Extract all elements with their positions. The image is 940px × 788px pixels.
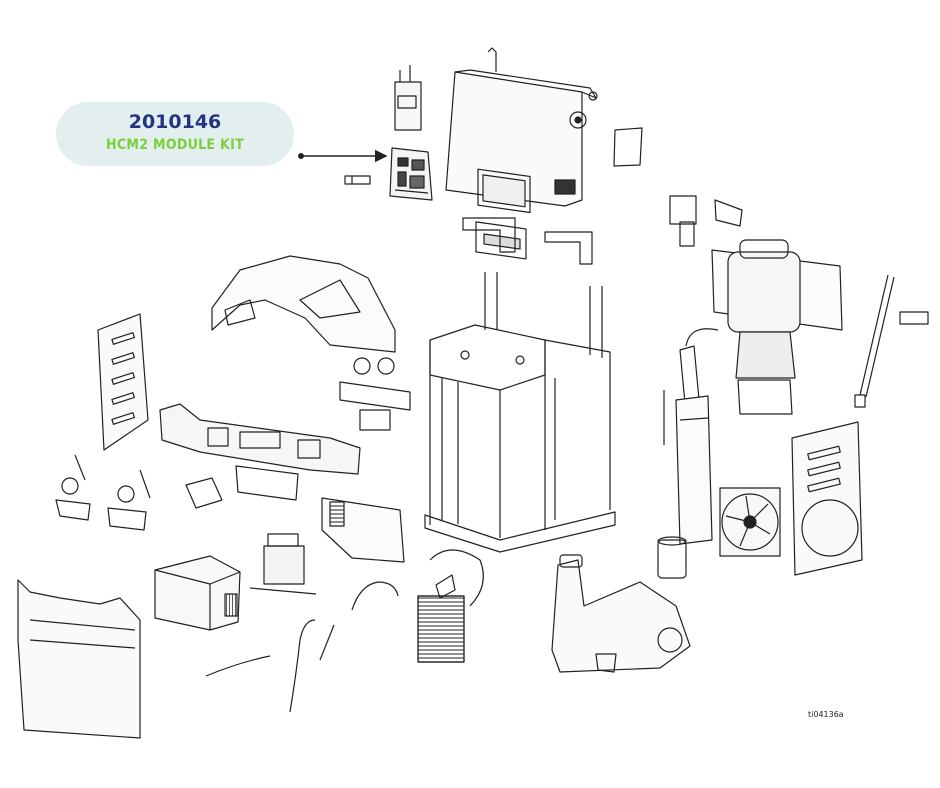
hose-part	[351, 581, 399, 611]
bracket-right-part	[544, 231, 593, 265]
fitting-block-part	[235, 465, 299, 501]
left-side-panel-part	[97, 313, 149, 451]
label-card-part	[613, 127, 643, 167]
hose-part	[319, 624, 335, 661]
front-cover-part	[17, 579, 141, 739]
shroud-part	[211, 255, 396, 353]
transformer-part	[249, 533, 317, 595]
cart-frame-part	[424, 272, 616, 553]
heater-part	[663, 390, 713, 545]
connector-module-part	[394, 65, 422, 131]
right-side-panel-part	[791, 421, 863, 576]
manifold-part	[159, 403, 361, 475]
hose-part	[289, 619, 316, 713]
pump-motor-part	[679, 239, 843, 415]
part-number-label: 2010146	[128, 111, 222, 133]
rod-part	[854, 274, 895, 408]
solenoid-valve-part	[669, 195, 743, 247]
gauge-assembly-part	[339, 357, 411, 431]
electrical-box-part	[154, 555, 241, 631]
callout-arrow-origin	[298, 153, 304, 159]
drawing-reference-label: ti04136a	[808, 710, 844, 719]
radiator-part	[417, 549, 484, 663]
valve-assembly-part	[55, 454, 151, 531]
kit-callout-bubble: 2010146 HCM2 MODULE KIT	[56, 102, 294, 166]
small-block-part	[185, 477, 223, 509]
kit-name-label: HCM2 MODULE KIT	[106, 137, 244, 153]
control-box-part	[445, 47, 598, 260]
bracket-left-part	[462, 217, 516, 253]
small-bracket-part	[899, 311, 929, 325]
filter-part	[657, 536, 687, 579]
hose-part	[205, 655, 271, 677]
cooling-fan-part	[719, 487, 781, 557]
reservoir-tank-part	[551, 554, 691, 673]
vent-panel-part	[321, 497, 405, 563]
hcm2-module-part	[344, 147, 433, 201]
